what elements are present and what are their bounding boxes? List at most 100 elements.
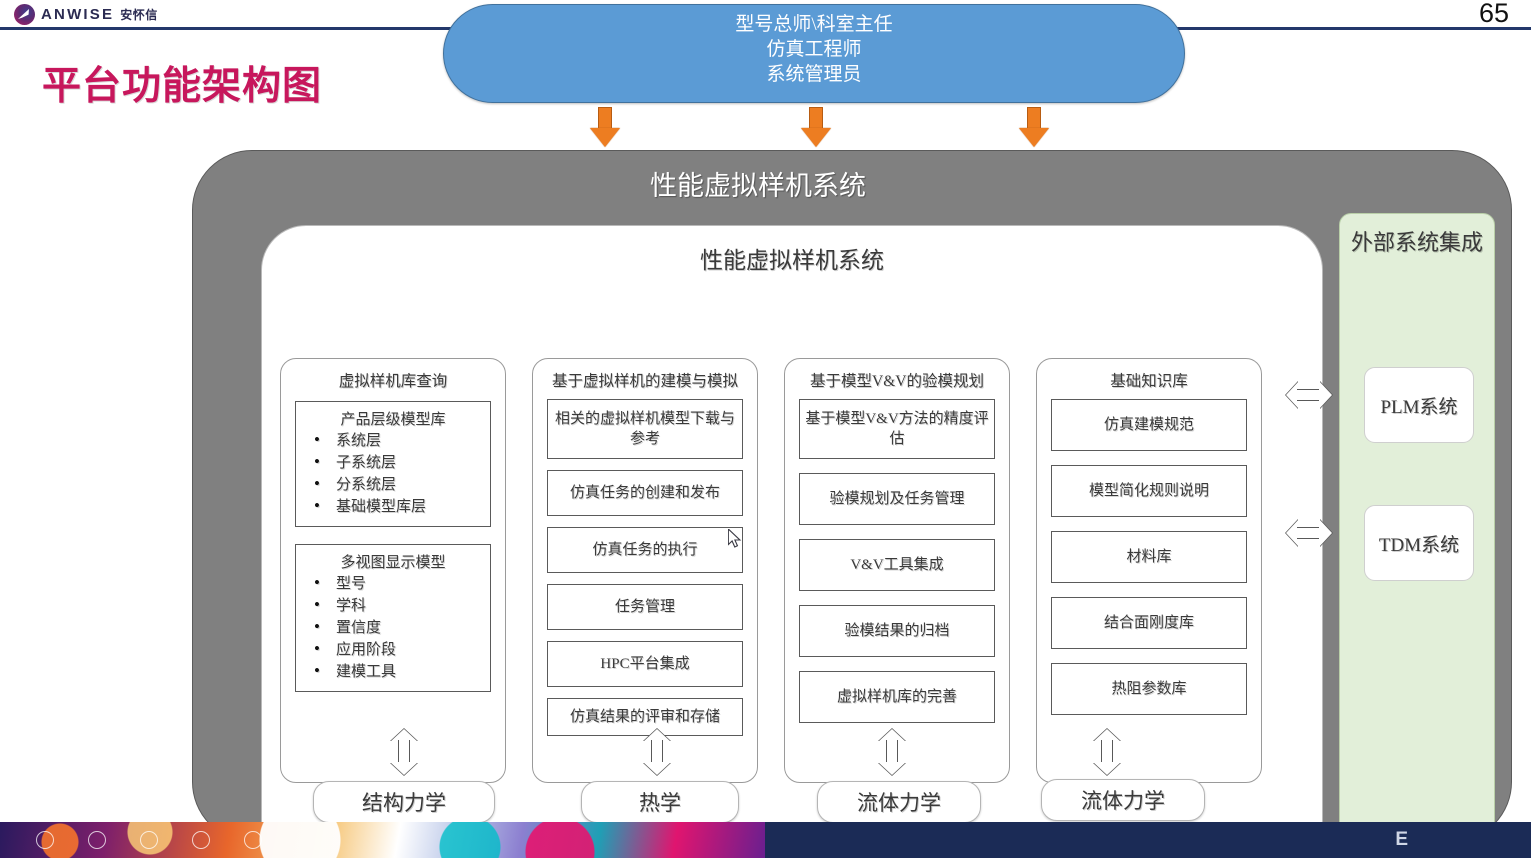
item-box[interactable]: 相关的虚拟样机模型下载与参考 [547, 399, 743, 459]
logo-mark-icon [14, 4, 35, 25]
arrow-tip-bottom [878, 762, 906, 775]
item-box[interactable]: 虚拟样机库的完善 [799, 671, 995, 723]
list-item: 学科 [310, 594, 486, 617]
list-item: 应用阶段 [310, 638, 486, 661]
external-system-tdm[interactable]: TDM系统 [1364, 505, 1474, 581]
bidirectional-arrow-icon-discipline-3 [878, 729, 906, 775]
external-systems-panel: 外部系统集成 PLM系统 TDM系统 [1339, 213, 1495, 858]
arrow-tip-top [1093, 729, 1121, 742]
role-line-2: 仿真工程师 [766, 39, 862, 60]
arrow-bar [886, 740, 898, 764]
list-box-title: 产品层级模型库 [340, 412, 446, 428]
column-title: 基于虚拟样机的建模与模拟 [551, 373, 738, 390]
bidirectional-arrow-icon-discipline-4 [1093, 729, 1121, 775]
bidirectional-arrow-icon-discipline-2 [643, 729, 671, 775]
arrow-tip-left [1286, 381, 1299, 409]
arrow-tip-left [1286, 519, 1299, 547]
list-item: 基础模型库层 [310, 495, 486, 518]
bidirectional-arrow-icon-discipline-1 [390, 729, 418, 775]
item-box[interactable]: 仿真建模规范 [1051, 399, 1247, 451]
list-items: 系统层 子系统层 分系统层 基础模型库层 [300, 429, 486, 518]
external-system-plm[interactable]: PLM系统 [1364, 367, 1474, 443]
list-box-product-hierarchy[interactable]: 产品层级模型库 系统层 子系统层 分系统层 基础模型库层 [295, 401, 491, 527]
system-outer-title: 性能虚拟样机系统 [650, 171, 866, 201]
system-inner-container: 性能虚拟样机系统 虚拟样机库查询 产品层级模型库 系统层 子系统层 分系统层 基… [261, 225, 1323, 858]
discipline-box-thermal[interactable]: 热学 [581, 781, 739, 823]
column-vv-planning[interactable]: 基于模型V&V的验模规划 基于模型V&V方法的精度评估 验模规划及任务管理 V&… [784, 358, 1010, 783]
item-box[interactable]: 结合面刚度库 [1051, 597, 1247, 649]
discipline-box-fluid-1[interactable]: 流体力学 [817, 781, 981, 823]
arrow-tip-top [390, 729, 418, 742]
column-body: 仿真建模规范 模型简化规则说明 材料库 结合面刚度库 热阻参数库 [1051, 399, 1247, 726]
logo-wordmark: ANWISE [41, 6, 115, 23]
list-box-multiview-model[interactable]: 多视图显示模型 型号 学科 置信度 应用阶段 建模工具 [295, 544, 491, 692]
arrow-tip-top [643, 729, 671, 742]
item-box[interactable]: 基于模型V&V方法的精度评估 [799, 399, 995, 459]
item-box[interactable]: 验模结果的归档 [799, 605, 995, 657]
roles-box: 型号总师\科室主任 仿真工程师 系统管理员 [443, 4, 1185, 103]
column-body: 产品层级模型库 系统层 子系统层 分系统层 基础模型库层 多视图显示模型 型号 … [295, 401, 491, 709]
column-title: 基础知识库 [1110, 373, 1188, 390]
column-title: 基于模型V&V的验模规划 [810, 373, 984, 390]
anwise-logo: ANWISE 安怀信 [14, 4, 158, 25]
item-box[interactable]: 验模规划及任务管理 [799, 473, 995, 525]
arrow-bar [1297, 527, 1321, 539]
taskbar[interactable]: E [0, 822, 1531, 858]
page-number: 65 [1478, 0, 1509, 28]
down-arrow-icon-2 [801, 107, 831, 147]
taskbar-brand-letter: E [1395, 829, 1411, 850]
system-outer-container: 性能虚拟样机系统 性能虚拟样机系统 虚拟样机库查询 产品层级模型库 系统层 子系… [192, 150, 1512, 858]
search-icon[interactable] [192, 831, 210, 849]
taskbar-artwork [0, 822, 765, 858]
discipline-box-fluid-2[interactable]: 流体力学 [1041, 779, 1205, 821]
logo-wordmark-cn: 安怀信 [120, 8, 158, 22]
list-item: 子系统层 [310, 451, 486, 474]
item-box[interactable]: 热阻参数库 [1051, 663, 1247, 715]
arrow-bar [1101, 740, 1113, 764]
column-title: 虚拟样机库查询 [338, 373, 448, 390]
column-knowledge-base[interactable]: 基础知识库 仿真建模规范 模型简化规则说明 材料库 结合面刚度库 热阻参数库 [1036, 358, 1262, 783]
column-virtual-prototype-query[interactable]: 虚拟样机库查询 产品层级模型库 系统层 子系统层 分系统层 基础模型库层 多视图… [280, 358, 506, 783]
arrow-tip-right [1319, 381, 1332, 409]
item-box[interactable]: 仿真任务的执行 [547, 527, 743, 573]
arrow-tip-bottom [1093, 762, 1121, 775]
arrow-bar [398, 740, 410, 764]
back-icon[interactable] [36, 831, 54, 849]
discipline-box-structural[interactable]: 结构力学 [313, 781, 495, 823]
item-box[interactable]: 材料库 [1051, 531, 1247, 583]
forward-icon[interactable] [88, 831, 106, 849]
role-line-3: 系统管理员 [766, 64, 862, 85]
item-box[interactable]: 模型简化规则说明 [1051, 465, 1247, 517]
arrow-tip-bottom [643, 762, 671, 775]
arrow-head [1019, 128, 1049, 147]
column-body: 相关的虚拟样机模型下载与参考 仿真任务的创建和发布 仿真任务的执行 任务管理 H… [547, 399, 743, 747]
column-modeling-simulation[interactable]: 基于虚拟样机的建模与模拟 相关的虚拟样机模型下载与参考 仿真任务的创建和发布 仿… [532, 358, 758, 783]
item-box[interactable]: HPC平台集成 [547, 641, 743, 687]
bidirectional-arrow-icon-tdm [1286, 519, 1332, 547]
list-item: 分系统层 [310, 473, 486, 496]
emoji-icon[interactable] [244, 831, 262, 849]
list-box-title: 多视图显示模型 [340, 555, 446, 571]
home-icon[interactable] [140, 831, 158, 849]
item-box[interactable]: V&V工具集成 [799, 539, 995, 591]
item-box[interactable]: 仿真任务的创建和发布 [547, 470, 743, 516]
list-item: 置信度 [310, 616, 486, 639]
arrow-shaft [1027, 107, 1041, 129]
mouse-cursor-icon [728, 529, 742, 548]
page-title: 平台功能架构图 [42, 65, 323, 108]
arrow-tip-top [878, 729, 906, 742]
role-line-1: 型号总师\科室主任 [735, 14, 893, 35]
external-systems-title: 外部系统集成 [1350, 230, 1483, 255]
arrow-head [590, 128, 620, 147]
list-item: 系统层 [310, 429, 486, 452]
column-body: 基于模型V&V方法的精度评估 验模规划及任务管理 V&V工具集成 验模结果的归档… [799, 399, 995, 734]
arrow-shaft [598, 107, 612, 129]
arrow-bar [651, 740, 663, 764]
list-items: 型号 学科 置信度 应用阶段 建模工具 [300, 572, 486, 683]
down-arrow-icon-3 [1019, 107, 1049, 147]
item-box[interactable]: 任务管理 [547, 584, 743, 630]
bidirectional-arrow-icon-plm [1286, 381, 1332, 409]
list-item: 建模工具 [310, 660, 486, 683]
system-inner-title: 性能虚拟样机系统 [700, 248, 884, 273]
